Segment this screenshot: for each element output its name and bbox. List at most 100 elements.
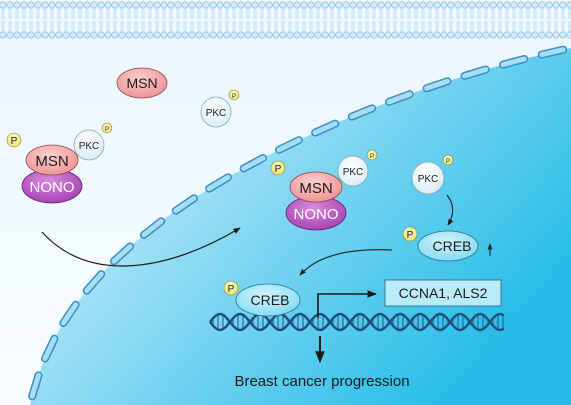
envelope-pore-segment xyxy=(539,47,566,58)
target-genes-box: CCNA1, ALS2 xyxy=(384,279,502,307)
lipid-head xyxy=(195,1,203,9)
lipid-head xyxy=(97,31,105,39)
lipid-head xyxy=(209,31,217,39)
lipid-head xyxy=(181,1,189,9)
lipid-head xyxy=(0,31,7,39)
creb-bound: CREB P xyxy=(223,280,301,317)
lipid-head xyxy=(62,1,70,9)
lipid-head xyxy=(538,1,546,9)
complex-nuc-pkc-label: PKC xyxy=(343,167,364,178)
lipid-head xyxy=(468,31,476,39)
lipid-head xyxy=(405,1,413,9)
lipid-head xyxy=(349,1,357,9)
lipid-head xyxy=(314,1,322,9)
complex-nucleus: NONO MSN PKC P P xyxy=(270,149,378,231)
lipid-head xyxy=(433,1,441,9)
lipid-head xyxy=(342,31,350,39)
lipid-head xyxy=(188,31,196,39)
lipid-head xyxy=(188,1,196,9)
creb-activated-phospho-label: P xyxy=(407,230,414,241)
lipid-head xyxy=(475,1,483,9)
creb-activated-phospho-icon: P xyxy=(402,226,418,242)
lipid-head xyxy=(209,1,217,9)
complex-nuc-pkc-phospho-icon: P xyxy=(366,149,378,161)
lipid-head xyxy=(146,31,154,39)
envelope-pore-segment xyxy=(276,137,302,153)
lipid-head xyxy=(566,1,571,9)
lipid-head xyxy=(27,1,35,9)
pkc-free-label: PKC xyxy=(206,108,227,119)
lipid-head xyxy=(342,1,350,9)
lipid-head xyxy=(300,1,308,9)
lipid-head xyxy=(153,1,161,9)
lipid-head xyxy=(244,1,252,9)
envelope-pore-segment xyxy=(141,218,164,238)
lipid-head xyxy=(293,1,301,9)
lipid-head xyxy=(195,31,203,39)
lipid-head xyxy=(48,1,56,9)
lipid-head xyxy=(265,1,273,9)
pkc-free-phospho-label: P xyxy=(232,94,236,100)
lipid-head xyxy=(76,31,84,39)
envelope-pore-segment xyxy=(111,243,133,264)
pkc-nucleus-label: PKC xyxy=(418,174,439,185)
lipid-head xyxy=(237,1,245,9)
envelope-pore-segment xyxy=(206,174,231,192)
lipid-head xyxy=(160,31,168,39)
lipid-head xyxy=(230,1,238,9)
lipid-head xyxy=(531,31,539,39)
complex-cyto-msn-phospho-icon: P xyxy=(6,132,22,148)
lipid-head xyxy=(76,1,84,9)
creb-activated-label: CREB xyxy=(433,238,472,254)
lipid-head xyxy=(363,31,371,39)
lipid-head xyxy=(41,31,49,39)
lipid-head xyxy=(20,31,28,39)
lipid-head xyxy=(517,31,525,39)
lipid-head xyxy=(216,1,224,9)
envelope-pore-segment xyxy=(424,78,450,91)
envelope-pore-segment xyxy=(386,91,413,105)
lipid-head xyxy=(111,1,119,9)
lipid-head xyxy=(321,31,329,39)
lipid-head xyxy=(139,31,147,39)
lipid-head xyxy=(286,31,294,39)
lipid-head xyxy=(251,31,259,39)
complex-nuc-pkc-phospho-label: P xyxy=(370,154,374,160)
lipid-head xyxy=(328,31,336,39)
envelope-pore-segment xyxy=(462,67,489,79)
lipid-head xyxy=(503,31,511,39)
lipid-head xyxy=(531,1,539,9)
envelope-pore-segment xyxy=(60,302,79,326)
lipid-head xyxy=(265,31,273,39)
lipid-head xyxy=(69,31,77,39)
lipid-head xyxy=(104,31,112,39)
lipid-head xyxy=(153,31,161,39)
lipid-head xyxy=(132,1,140,9)
lipid-head xyxy=(377,1,385,9)
lipid-head xyxy=(314,31,322,39)
lipid-head xyxy=(454,1,462,9)
envelope-pore-segment xyxy=(42,336,57,362)
envelope-pore-segment xyxy=(173,195,197,214)
lipid-head xyxy=(6,1,14,9)
lipid-head xyxy=(90,1,98,9)
translocation-arrow xyxy=(41,227,241,267)
lipid-head xyxy=(433,31,441,39)
complex-cyto-pkc-label: PKC xyxy=(79,141,100,152)
lipid-head xyxy=(216,31,224,39)
lipid-head xyxy=(83,1,91,9)
lipid-head xyxy=(335,1,343,9)
lipid-head xyxy=(223,31,231,39)
complex-cyto-pkc-phospho-icon: P xyxy=(101,122,113,134)
msn-free-label: MSN xyxy=(126,75,157,91)
lipid-head xyxy=(538,31,546,39)
lipid-head xyxy=(272,1,280,9)
lipid-head xyxy=(384,31,392,39)
lipid-head xyxy=(370,31,378,39)
lipid-head xyxy=(489,1,497,9)
lipid-head xyxy=(167,31,175,39)
lipid-head xyxy=(97,1,105,9)
lipid-head xyxy=(251,1,259,9)
lipid-head xyxy=(20,1,28,9)
lipid-head xyxy=(272,31,280,39)
